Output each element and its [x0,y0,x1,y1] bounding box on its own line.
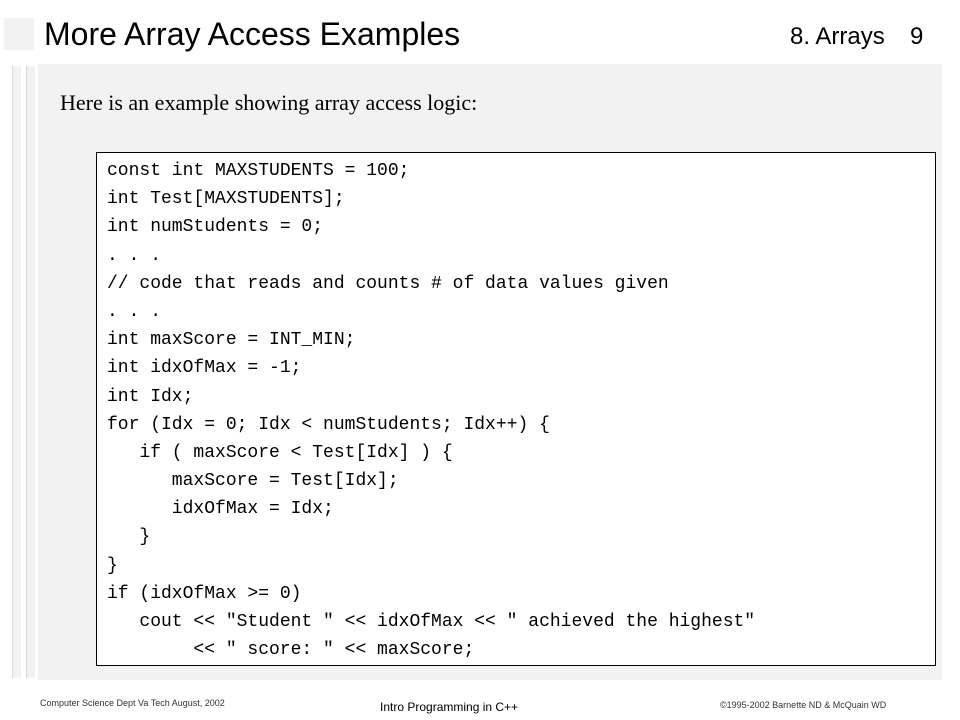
code-line: cout << "Student " << idxOfMax << " achi… [107,612,756,632]
left-decorative-bar-inner [26,66,35,678]
footer-course-title: Intro Programming in C++ [380,700,519,714]
code-line: . . . [107,301,162,322]
code-line: << " score: " << maxScore; [107,640,475,661]
code-line: int numStudents = 0; [107,217,324,238]
left-decorative-bar [12,66,21,678]
code-line: // code that reads and counts # of data … [107,273,669,294]
slide-title: More Array Access Examples [44,16,461,52]
code-line: int Idx; [107,386,194,407]
code-line: maxScore = Test[Idx]; [107,471,399,492]
code-line: } [107,555,118,576]
footer-copyright: ©1995-2002 Barnette ND & McQuain WD [720,700,887,710]
code-line: int idxOfMax = -1; [107,358,302,379]
code-line: if (idxOfMax >= 0) [107,583,302,604]
page-number: 9 [910,23,924,50]
intro-text: Here is an example showing array access … [60,90,478,115]
code-line: int maxScore = INT_MIN; [107,330,356,351]
code-line: const int MAXSTUDENTS = 100; [107,161,410,181]
footer-course-info: Computer Science Dept Va Tech August, 20… [40,698,225,708]
code-line: } [107,527,151,548]
code-line: if ( maxScore < Test[Idx] ) { [107,442,453,463]
code-line: idxOfMax = Idx; [107,499,334,520]
code-line: for (Idx = 0; Idx < numStudents; Idx++) … [107,414,550,435]
code-line: int Test[MAXSTUDENTS]; [107,189,345,210]
chapter-label: 8. Arrays [790,23,885,50]
code-block: const int MAXSTUDENTS = 100; int Test[MA… [96,152,936,666]
corner-decoration [4,18,34,50]
code-lines: const int MAXSTUDENTS = 100; int Test[MA… [107,157,755,664]
code-line: . . . [107,245,162,266]
